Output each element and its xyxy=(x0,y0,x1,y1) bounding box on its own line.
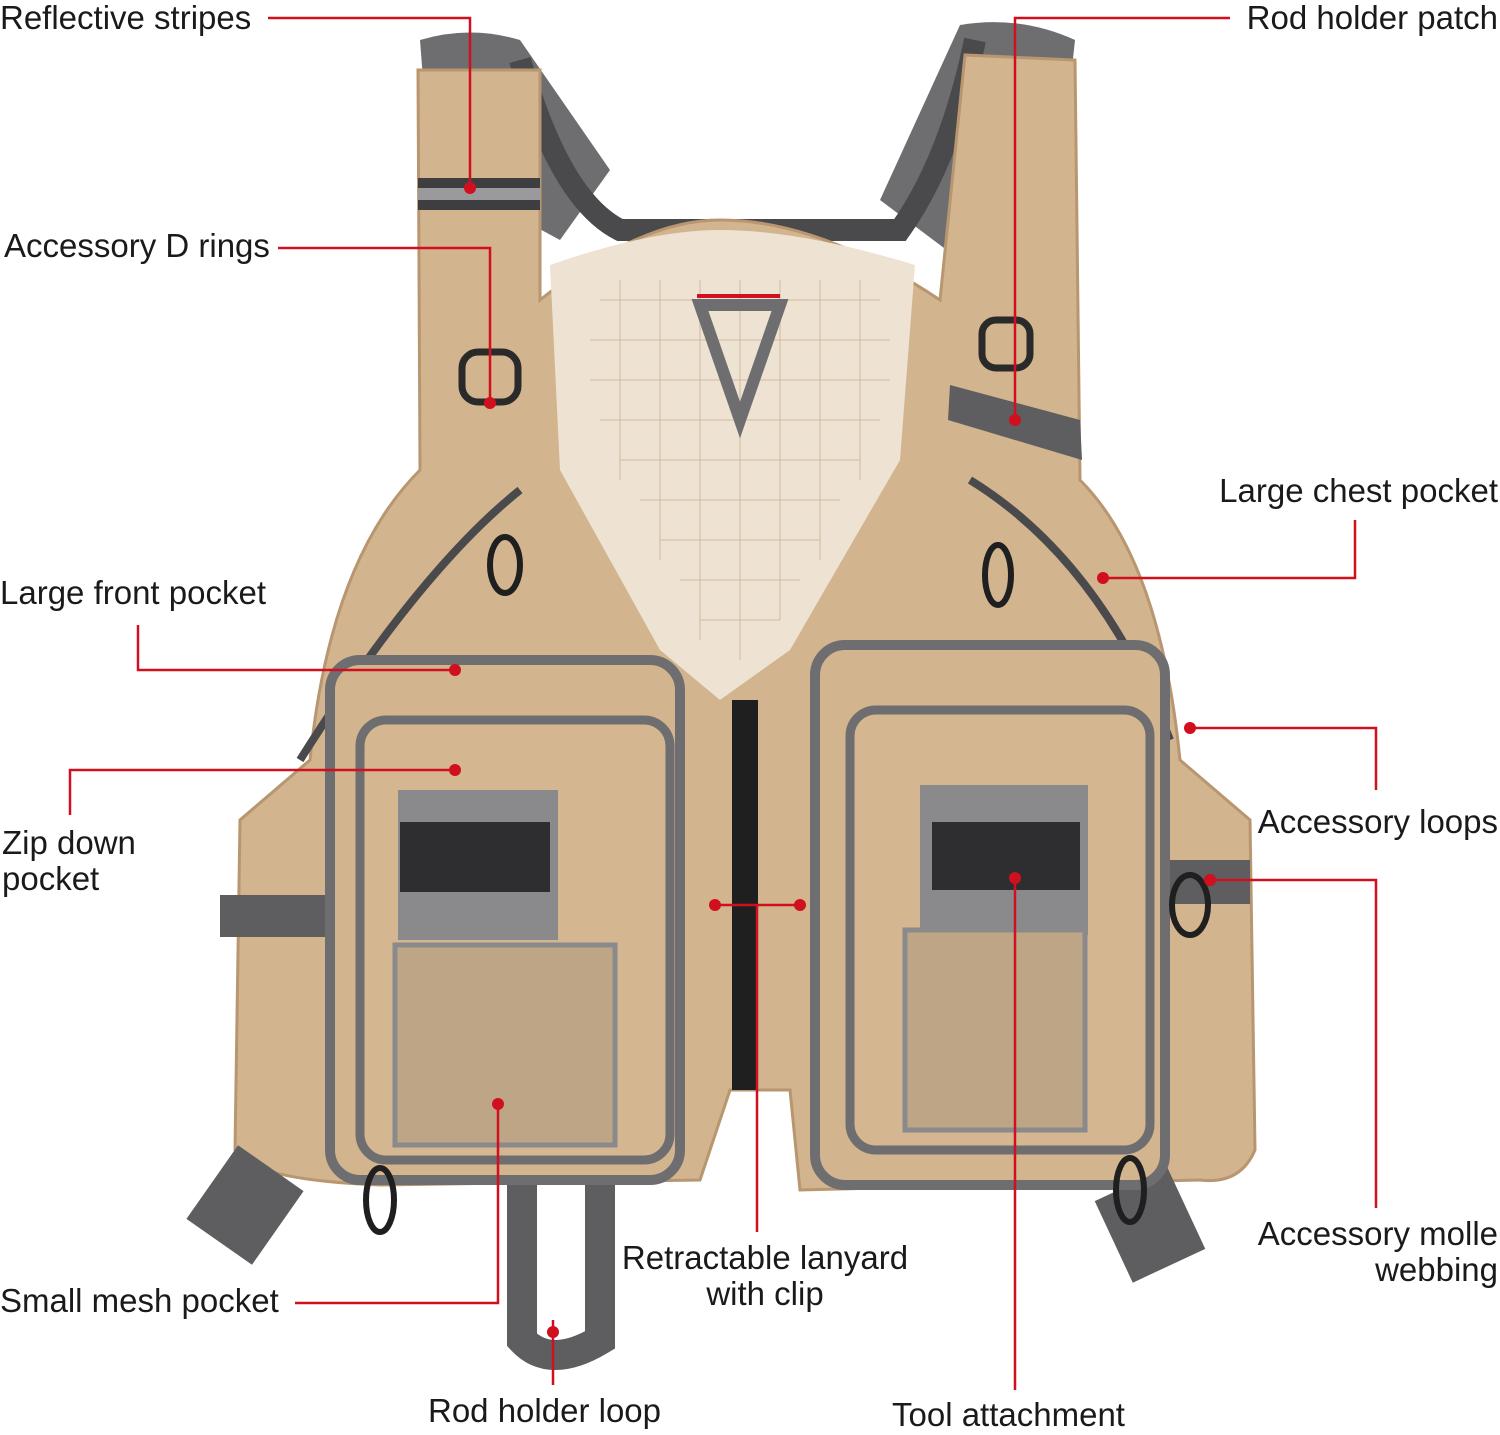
leader-lines xyxy=(68,16,1378,1390)
leader-dots xyxy=(449,182,1216,1338)
label-zip-down-pocket-line2: pocket xyxy=(2,860,100,897)
neck-webbing xyxy=(509,37,986,241)
bottom-strap-left xyxy=(186,1145,304,1265)
mesh-panel xyxy=(550,230,915,700)
label-zip-down-pocket: Zip down pocket xyxy=(2,825,136,897)
left-molle xyxy=(220,895,340,937)
mesh-pattern xyxy=(590,280,890,660)
label-accessory-molle-webbing-line1: Accessory molle xyxy=(1257,1215,1498,1252)
label-accessory-molle-webbing-line2: webbing xyxy=(1375,1251,1498,1288)
label-rod-holder-loop: Rod holder loop xyxy=(428,1392,661,1429)
label-retractable-lanyard-line2: with clip xyxy=(706,1275,824,1312)
label-large-chest-pocket: Large chest pocket xyxy=(1219,472,1498,509)
right-mesh-pocket xyxy=(902,927,1088,1133)
left-mesh-pocket xyxy=(392,942,618,1148)
label-reflective-stripes: Reflective stripes xyxy=(0,0,252,36)
label-zip-down-pocket-line1: Zip down xyxy=(2,824,136,861)
label-rod-holder-patch: Rod holder patch xyxy=(1246,0,1498,36)
label-accessory-d-rings: Accessory D rings xyxy=(4,227,270,264)
collar-ring xyxy=(691,299,789,439)
label-accessory-molle-webbing: Accessory molle webbing xyxy=(1258,1216,1498,1288)
d-ring-right xyxy=(978,316,1034,372)
zipper-pulls xyxy=(363,534,1211,1235)
label-small-mesh-pocket: Small mesh pocket xyxy=(0,1282,279,1319)
rod-holder-loop-strap xyxy=(507,1180,615,1370)
label-retractable-lanyard: Retractable lanyard with clip xyxy=(615,1240,915,1312)
label-tool-attachment: Tool attachment xyxy=(892,1396,1125,1433)
label-large-front-pocket: Large front pocket xyxy=(0,574,266,611)
label-retractable-lanyard-line1: Retractable lanyard xyxy=(621,1239,909,1276)
bottom-strap-right xyxy=(1094,1167,1206,1283)
label-accessory-loops: Accessory loops xyxy=(1257,803,1498,840)
